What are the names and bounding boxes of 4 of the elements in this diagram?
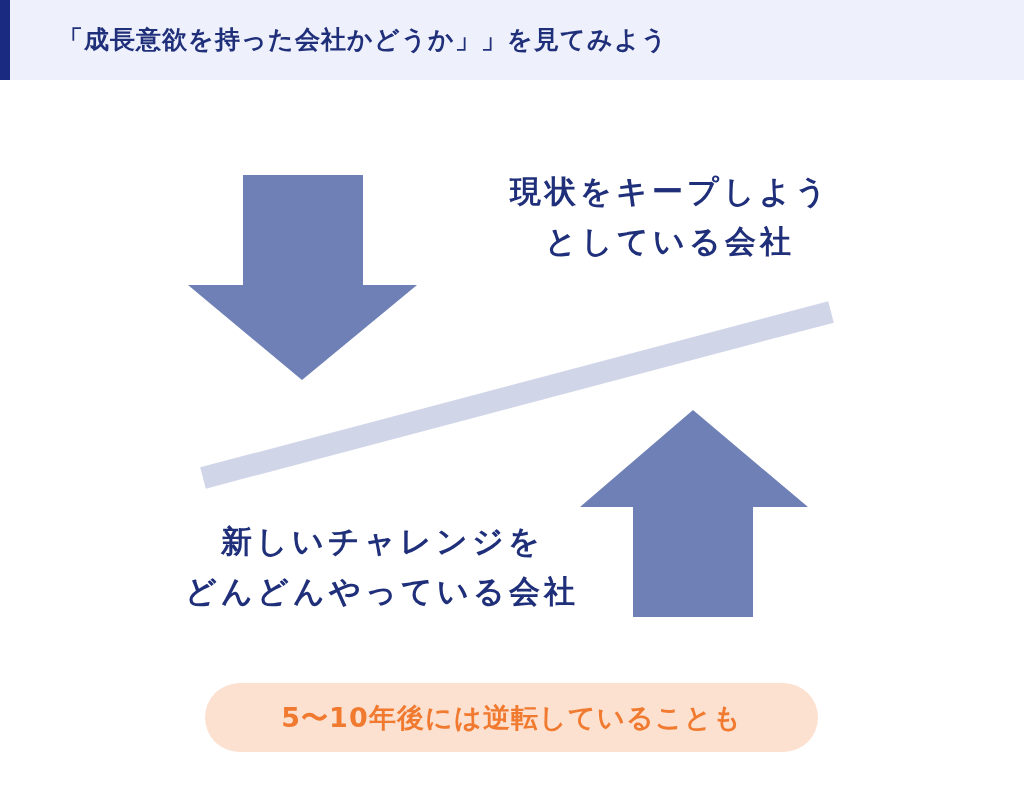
- label-text: 新しいチャレンジをどんどんやっている会社: [184, 522, 580, 611]
- label-text: 現状をキープしようとしている会社: [508, 172, 832, 261]
- title-text: 「成長意欲を持った会社かどうか」」を見てみよう: [58, 24, 668, 56]
- highlight-pill: 5〜10年後には逆転していることも: [205, 683, 818, 752]
